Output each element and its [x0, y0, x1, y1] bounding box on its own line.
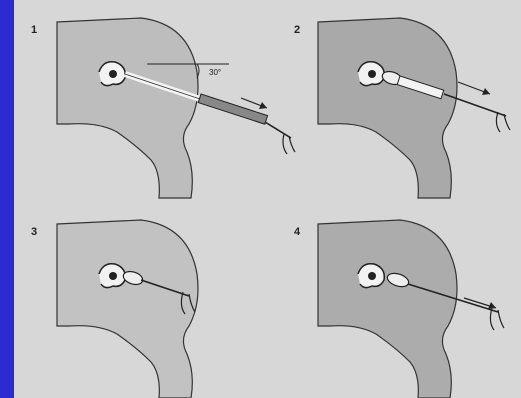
ear-canal — [109, 70, 117, 78]
tubing — [265, 122, 291, 138]
ear-canal — [368, 272, 376, 280]
head-diagram — [29, 12, 279, 202]
angle-label: 30° — [209, 68, 221, 77]
ear-canal — [368, 70, 376, 78]
head-diagram — [292, 12, 517, 202]
illustration-sheet: 1 30° 2 — [14, 0, 521, 398]
head-diagram — [29, 214, 279, 398]
head-silhouette — [57, 220, 198, 398]
head-diagram — [292, 214, 517, 398]
ear-canal — [109, 272, 117, 280]
head-silhouette — [57, 18, 198, 198]
panel-3: 3 — [29, 214, 279, 398]
syringe-barrel — [198, 94, 267, 124]
panel-4: 4 — [292, 214, 517, 398]
panel-2: 2 — [292, 12, 517, 202]
head-silhouette — [318, 220, 457, 398]
head-silhouette — [318, 18, 457, 198]
panel-1: 1 30° — [29, 12, 279, 202]
